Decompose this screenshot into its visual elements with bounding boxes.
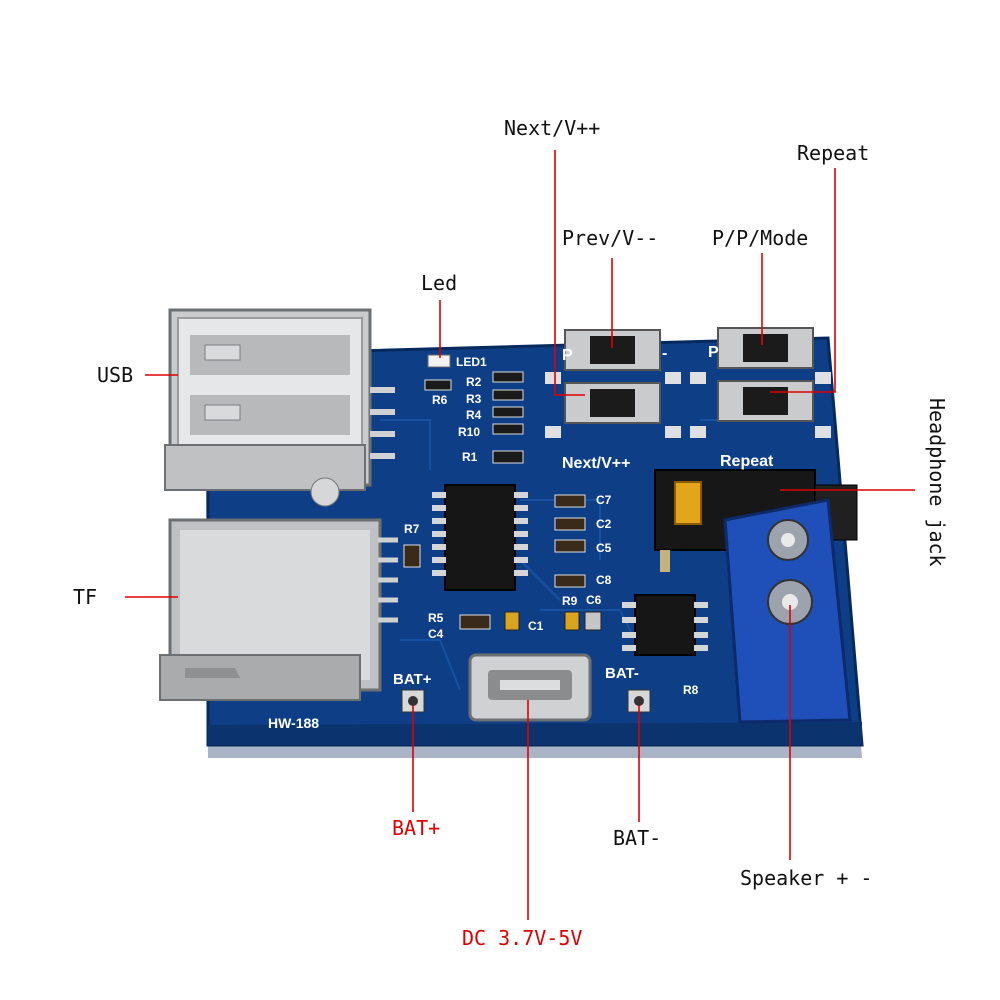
button-play-pause <box>717 327 814 369</box>
amplifier-ic <box>622 594 708 656</box>
smd-resistors <box>424 371 524 464</box>
label-repeat: Repeat <box>797 141 869 165</box>
leader-repeat <box>770 168 836 393</box>
silk-bat-minus: BAT- <box>605 665 639 682</box>
silk-r4: R4 <box>466 408 482 422</box>
silk-r9: R9 <box>562 594 578 608</box>
label-dc: DC 3.7V-5V <box>462 926 582 950</box>
silk-led1: LED1 <box>456 355 487 369</box>
usb-port <box>164 308 395 507</box>
silk-c1: C1 <box>528 619 544 633</box>
silk-r8: R8 <box>683 683 699 697</box>
silk-r3: R3 <box>466 392 482 406</box>
leader-next <box>554 150 585 396</box>
silk-c2: C2 <box>596 517 612 531</box>
silk-c7: C7 <box>596 493 612 507</box>
silk-c4: C4 <box>428 627 444 641</box>
label-tf: TF <box>73 585 97 609</box>
silk-r2: R2 <box>466 375 482 389</box>
silk-r7: R7 <box>404 522 420 536</box>
callout-labels: Next/V++ Repeat Prev/V-- P/P/Mode Led US… <box>73 116 949 950</box>
label-bat-plus: BAT+ <box>392 816 440 840</box>
decoder-ic <box>432 484 528 591</box>
label-headphone-jack: Headphone jack <box>925 398 949 567</box>
tactile-buttons <box>545 327 831 438</box>
silk-r5: R5 <box>428 611 444 625</box>
silk-repeat: Repeat <box>720 453 774 470</box>
silk-p-right: P <box>708 344 719 361</box>
silk-c6: C6 <box>586 593 602 607</box>
label-speaker: Speaker + - <box>740 866 872 890</box>
label-pp-mode: P/P/Mode <box>712 226 808 250</box>
label-led: Led <box>421 271 457 295</box>
speaker-terminal <box>723 498 852 724</box>
label-bat-minus: BAT- <box>613 826 661 850</box>
silk-r10: R10 <box>458 425 480 439</box>
silk-c8: C8 <box>596 573 612 587</box>
silk-p-left: P <box>562 347 573 364</box>
tf-card-slot <box>159 518 398 701</box>
label-prev-v: Prev/V-- <box>562 226 658 250</box>
silk-bat-plus: BAT+ <box>393 671 432 688</box>
label-usb: USB <box>97 363 133 387</box>
silk-minus: - <box>662 345 667 362</box>
silk-r1: R1 <box>462 450 478 464</box>
micro-usb-port <box>468 653 592 722</box>
led-component <box>427 354 451 368</box>
silk-c5: C5 <box>596 541 612 555</box>
silkscreen: LED1 R2 R3 R4 R10 R1 R6 R7 R5 R9 R8 C7 C… <box>268 344 774 731</box>
button-repeat <box>717 380 814 422</box>
smd-capacitors <box>403 494 602 631</box>
leader-lines <box>125 150 915 920</box>
silk-next: Next/V++ <box>562 455 630 472</box>
button-next <box>564 382 661 424</box>
silk-r6: R6 <box>432 393 448 407</box>
battery-pads <box>401 689 651 713</box>
silk-model: HW-188 <box>268 715 319 731</box>
label-next-v: Next/V++ <box>504 116 600 140</box>
